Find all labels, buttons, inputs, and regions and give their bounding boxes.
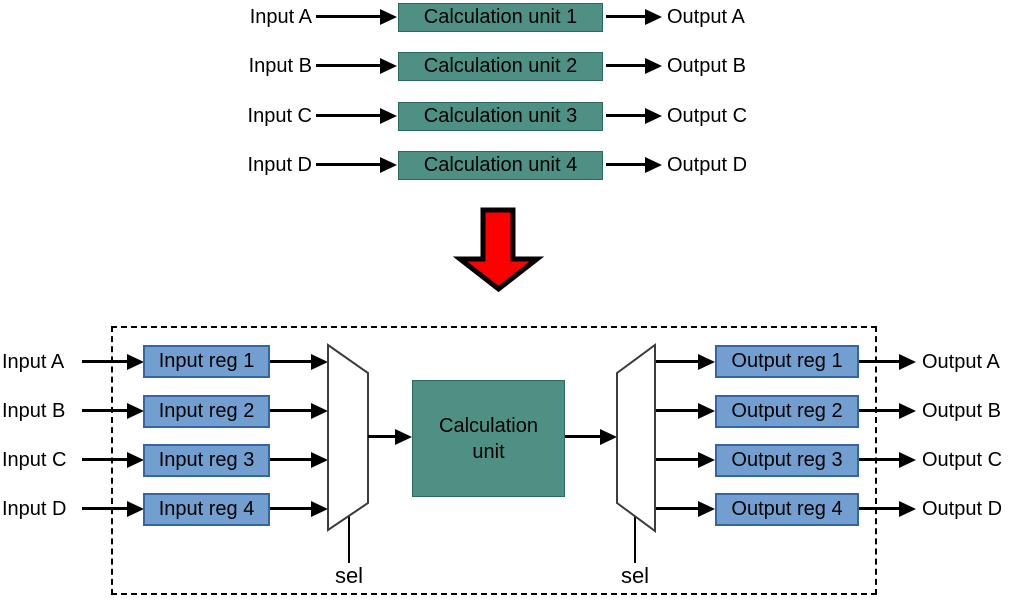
calculation-unit-box: Calculation unit <box>412 380 565 497</box>
flow-arrow-icon <box>270 354 328 370</box>
demux-icon <box>616 343 656 533</box>
flow-arrow-icon <box>316 157 397 173</box>
calculation-unit-box: Calculation unit 3 <box>398 102 603 131</box>
flow-arrow-icon <box>368 429 412 445</box>
input-register-box: Input reg 1 <box>143 345 270 378</box>
flow-arrow-icon <box>606 108 662 124</box>
calculation-unit-box: Calculation unit 1 <box>398 3 603 32</box>
output-register-box: Output reg 1 <box>715 345 859 378</box>
demux-sel-label: sel <box>620 563 650 588</box>
top-output-label: Output C <box>667 105 748 127</box>
calculation-unit-box: Calculation unit 4 <box>398 151 603 180</box>
output-register-box: Output reg 3 <box>715 444 859 477</box>
bottom-input-label: Input D <box>2 498 67 520</box>
bottom-input-label: Input B <box>2 400 66 422</box>
top-input-label: Input D <box>247 154 312 176</box>
flow-arrow-icon <box>316 58 397 74</box>
bottom-input-label: Input A <box>2 351 65 373</box>
top-input-label: Input A <box>249 6 312 28</box>
flow-arrow-icon <box>606 58 662 74</box>
flow-arrow-icon <box>656 452 715 468</box>
flow-arrow-icon <box>270 452 328 468</box>
top-output-label: Output B <box>667 55 746 77</box>
top-input-label: Input B <box>248 55 312 77</box>
mux-icon <box>327 343 369 532</box>
flow-arrow-icon <box>270 501 328 517</box>
flow-arrow-icon <box>270 403 328 419</box>
mux-sel-label: sel <box>334 563 364 588</box>
bottom-input-label: Input C <box>2 449 67 471</box>
flow-arrow-icon <box>859 501 916 517</box>
mux-sel-line <box>348 515 350 563</box>
top-input-label: Input C <box>247 105 312 127</box>
top-output-label: Output A <box>667 6 745 28</box>
input-register-box: Input reg 3 <box>143 444 270 477</box>
input-register-box: Input reg 2 <box>143 395 270 428</box>
flow-arrow-icon <box>656 403 715 419</box>
input-register-box: Input reg 4 <box>143 493 270 526</box>
flow-arrow-icon <box>316 108 397 124</box>
flow-arrow-icon <box>606 157 662 173</box>
flow-arrow-icon <box>82 501 144 517</box>
flow-arrow-icon <box>565 429 617 445</box>
red-down-arrow-icon <box>452 207 545 293</box>
flow-arrow-icon <box>82 354 144 370</box>
flow-arrow-icon <box>656 354 715 370</box>
bottom-output-label: Output C <box>922 449 1003 471</box>
flow-arrow-icon <box>82 403 144 419</box>
calculation-unit-box: Calculation unit 2 <box>398 52 603 81</box>
flow-arrow-icon <box>316 9 397 25</box>
flow-arrow-icon <box>606 9 662 25</box>
output-register-box: Output reg 4 <box>715 493 859 526</box>
bottom-output-label: Output B <box>922 400 1001 422</box>
top-output-label: Output D <box>667 154 748 176</box>
bottom-output-label: Output D <box>922 498 1003 520</box>
calculation-unit-label: Calculation unit <box>439 414 538 463</box>
output-register-box: Output reg 2 <box>715 395 859 428</box>
flow-arrow-icon <box>656 501 715 517</box>
flow-arrow-icon <box>82 452 144 468</box>
bottom-output-label: Output A <box>922 351 1000 373</box>
flow-arrow-icon <box>859 403 916 419</box>
flow-arrow-icon <box>859 452 916 468</box>
flow-arrow-icon <box>859 354 916 370</box>
demux-sel-line <box>634 515 636 563</box>
